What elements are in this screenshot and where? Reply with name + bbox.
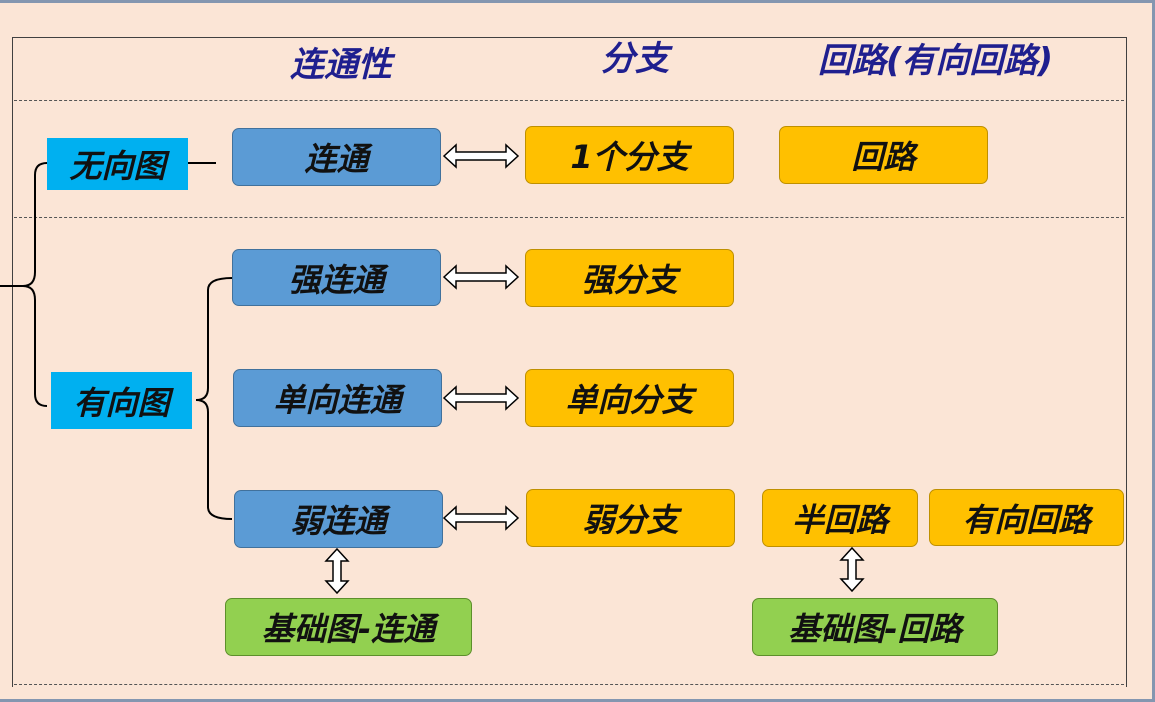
unilaterally-connected-box: 单向连通 [233, 369, 442, 427]
semi-circuit-box: 半回路 [762, 489, 918, 547]
weak-branch-box: 弱分支 [526, 489, 735, 547]
double-arrow-connected [442, 143, 520, 169]
header-circuit: 回路(有向回路) [818, 41, 1054, 81]
weakly-connected-box: 弱连通 [234, 490, 443, 548]
strong-branch-box: 强分支 [525, 249, 734, 307]
outer-brace [22, 162, 48, 407]
base-graph-connected-box: 基础图-连通 [225, 598, 472, 656]
slide-frame-right [1152, 0, 1155, 702]
vertical-arrow-weak-base [324, 547, 350, 595]
unilateral-branch-box: 单向分支 [525, 369, 734, 427]
vertical-arrow-semi-base [839, 546, 865, 593]
undirected-graph-label: 无向图 [47, 138, 188, 190]
base-graph-circuit-box: 基础图-回路 [752, 598, 998, 656]
strongly-connected-box: 强连通 [232, 249, 441, 306]
slide-frame-bottom [0, 699, 1155, 702]
double-arrow-weak [442, 505, 520, 531]
directed-circuit-box: 有向回路 [929, 489, 1124, 546]
double-arrow-strong [442, 264, 520, 290]
header-divider [14, 100, 1124, 101]
panel-border-right [1126, 37, 1127, 687]
slide-frame-top [0, 0, 1155, 3]
double-arrow-unilateral [442, 385, 520, 411]
circuit-box: 回路 [779, 126, 988, 184]
bottom-divider [14, 684, 1124, 685]
panel-border-left [12, 37, 13, 687]
header-connectivity: 连通性 [290, 45, 392, 85]
panel-border-top [12, 37, 1127, 38]
one-branch-box: 1个分支 [525, 126, 734, 184]
connected-box: 连通 [232, 128, 441, 186]
directed-graph-label: 有向图 [51, 372, 192, 429]
row-divider [14, 217, 1124, 218]
header-branch: 分支 [601, 39, 669, 79]
directed-brace [195, 277, 233, 520]
